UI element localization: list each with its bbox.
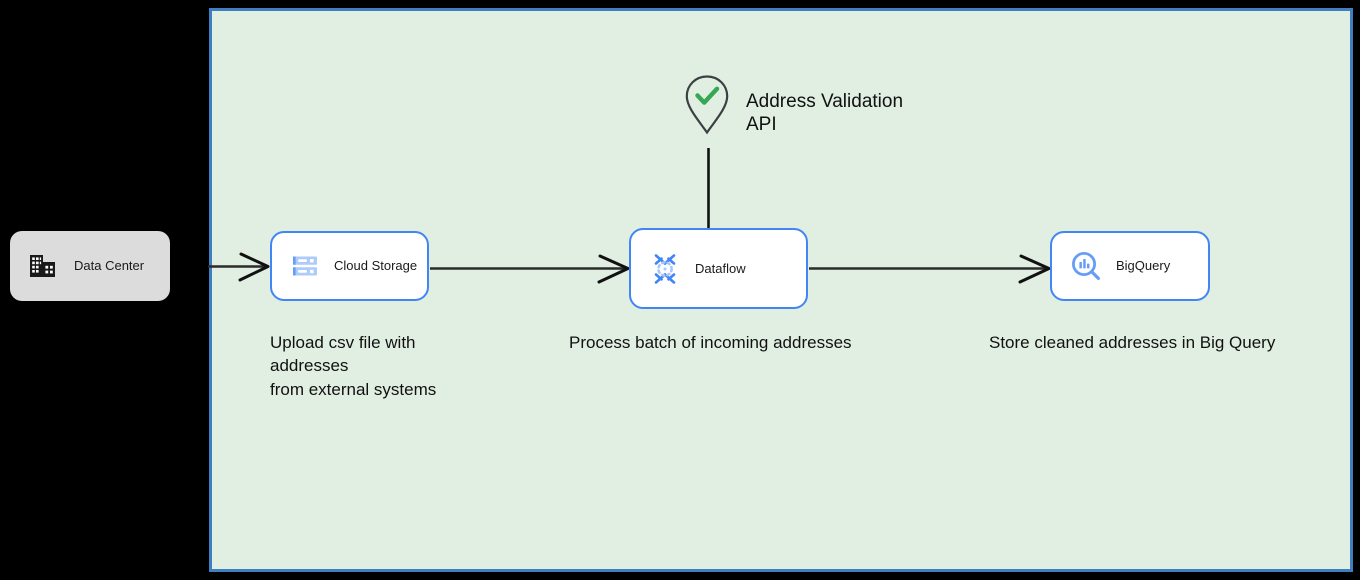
node-bigquery[interactable]: BigQuery	[1050, 231, 1210, 301]
map-pin-check-icon	[685, 75, 729, 135]
caption-store: Store cleaned addresses in Big Query	[989, 333, 1276, 352]
dataflow-icon	[654, 253, 676, 284]
node-data-center[interactable]: Data Center	[10, 231, 170, 301]
node-cloud-storage-label: Cloud Storage	[334, 258, 418, 274]
bigquery-icon	[1071, 251, 1100, 280]
node-dataflow[interactable]: Dataflow	[629, 228, 808, 309]
node-address-validation-api[interactable]: Address Validation API	[684, 74, 903, 136]
data-center-icon	[30, 255, 55, 277]
node-bigquery-label: BigQuery	[1116, 258, 1171, 274]
node-cloud-storage[interactable]: Cloud Storage	[270, 231, 429, 301]
node-data-center-label: Data Center	[74, 258, 145, 274]
cloud-storage-icon	[293, 256, 317, 276]
node-address-validation-api-label: Address Validation API	[746, 91, 904, 136]
node-dataflow-label: Dataflow	[695, 260, 746, 276]
caption-process: Process batch of incoming addresses	[569, 333, 852, 352]
caption-upload: Upload csv file with addresses from exte…	[270, 333, 437, 399]
